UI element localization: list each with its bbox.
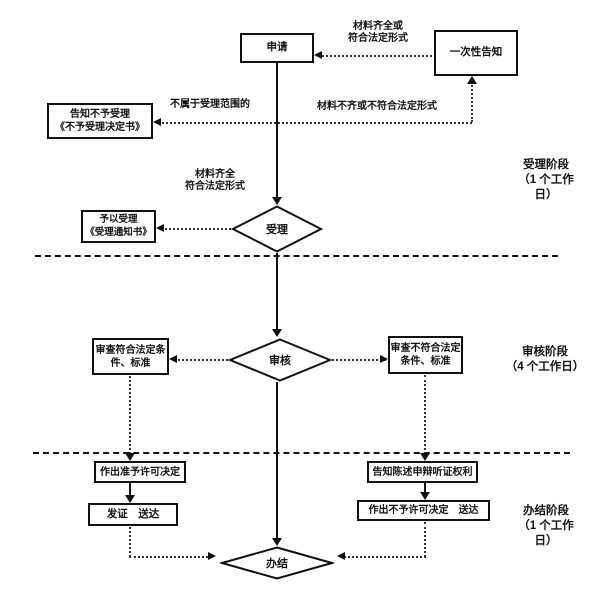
stage-label-accept: 受理阶段 （1 个工作 日） [505, 158, 587, 203]
arrowhead-into-reject-notify [153, 118, 161, 126]
stage-label-line: （1 个工作 [518, 520, 574, 532]
line-apply-to-accept [276, 63, 278, 198]
flow-box-issue-deliver: 发证 送达 [88, 503, 178, 526]
edge-label-materials-incomplete: 材料不齐或不符合法定形式 [302, 101, 452, 113]
edge-label-line: 符合法定形式 [185, 181, 245, 192]
flow-box-apply-label: 申请 [266, 41, 288, 54]
edge-label-line: 符合法定形式 [348, 33, 408, 44]
arrowhead-left-into-complete [208, 552, 216, 560]
flow-diamond-review-label: 审核 [269, 355, 291, 367]
diamond-shape-complete [220, 546, 334, 580]
arrowhead-right-into-complete [337, 552, 345, 560]
stage-label-line: 受理阶段 [523, 159, 569, 171]
flow-box-one-time-notice: 一次性告知 [434, 30, 518, 76]
edge-label-materials-complete: 材料齐全 符合法定形式 [175, 169, 255, 193]
edge-label-line: 不属于受理范围的 [170, 99, 250, 110]
flow-box-review-pass-line1: 审查符合法定条 [95, 344, 166, 356]
flow-diamond-accept-label: 受理 [266, 224, 288, 236]
flow-box-accept-notify-line1: 予以受理 [99, 214, 138, 226]
flow-box-inform-rights: 告知陈述申辩听证权利 [367, 461, 478, 483]
arrowhead-into-notice [467, 76, 477, 84]
stage-label-line: 审核阶段 [522, 346, 568, 358]
flow-diamond-review: 审核 [228, 338, 332, 382]
edge-label-not-in-scope: 不属于受理范围的 [165, 99, 255, 111]
dotted-up-to-notice [471, 78, 473, 122]
stage-label-line: 办结阶段 [523, 505, 569, 517]
flow-box-review-fail-line2: 条件、标准 [400, 356, 451, 367]
stage-label-line: 日） [534, 535, 558, 547]
flow-box-issue-deliver-label: 发证 送达 [106, 507, 160, 520]
dotted-pass-down [129, 376, 131, 454]
stage-label-line: 日） [534, 189, 558, 201]
flow-box-reject-notify-line2: 《不予受理决定书》 [55, 122, 145, 133]
line-grant-to-issue [129, 483, 131, 496]
dotted-review-to-pass [173, 359, 228, 361]
flow-diamond-complete: 办结 [220, 546, 334, 580]
flow-box-one-time-notice-label: 一次性告知 [449, 46, 503, 59]
stage-label-review: 审核阶段 （4 个工作日） [495, 345, 595, 375]
flow-box-grant: 作出准予许可决定 [94, 461, 186, 483]
dotted-accept-to-accept-notify [160, 228, 231, 230]
flow-box-accept-notify: 予以受理 《受理通知书》 [81, 210, 156, 243]
flow-diamond-accept: 受理 [231, 205, 323, 253]
line-inform-to-deny [424, 483, 426, 493]
stage-divider-review-finish [33, 452, 570, 454]
flow-box-grant-label: 作出准予许可决定 [100, 466, 180, 478]
edge-label-line: 材料齐全或 [353, 21, 403, 32]
arrowhead-into-apply [314, 51, 322, 59]
dotted-right-to-complete [344, 556, 426, 558]
diamond-shape-accept [231, 205, 323, 253]
line-accept-to-review [276, 253, 278, 330]
dotted-branch-horizontal [158, 122, 472, 124]
stage-label-finish: 办结阶段 （1 个工作 日） [505, 504, 587, 549]
arrowhead-into-deny [420, 492, 430, 500]
line-review-to-complete [276, 382, 278, 538]
arrowhead-into-review-pass [169, 355, 177, 363]
stage-divider-accept-review [35, 255, 558, 257]
flow-diamond-complete-label: 办结 [266, 558, 288, 570]
arrowhead-into-review [272, 329, 282, 337]
flow-box-reject-notify: 告知不予受理 《不予受理决定书》 [47, 103, 153, 139]
flow-box-review-fail-line1: 审查不符合法定 [390, 343, 461, 354]
diamond-shape-review [228, 338, 332, 382]
arrowhead-into-review-fail [380, 355, 388, 363]
edge-label-materials-complete-or: 材料齐全或 符合法定形式 [333, 21, 423, 45]
dotted-notice-to-apply [322, 55, 432, 57]
dotted-fail-down [424, 375, 426, 454]
flow-box-review-pass-line2: 件、标准 [110, 357, 151, 369]
stage-label-line: （4 个工作日） [505, 361, 585, 373]
dotted-left-to-complete [129, 556, 208, 558]
flow-box-review-fail: 审查不符合法定 条件、标准 [388, 336, 463, 374]
arrowhead-into-accept-notify [156, 224, 164, 232]
arrowhead-into-grant [125, 453, 135, 461]
flow-box-apply: 申请 [240, 33, 314, 63]
edge-label-line: 材料齐全 [195, 169, 235, 180]
flow-box-deny-deliver: 作出不予许可决定 送达 [357, 500, 490, 521]
dotted-issue-down [129, 527, 131, 557]
arrowhead-into-inform [420, 453, 430, 461]
dotted-review-to-fail [332, 359, 386, 361]
flow-box-review-pass: 审查符合法定条 件、标准 [92, 338, 169, 375]
flow-box-inform-rights-label: 告知陈述申辩听证权利 [372, 466, 473, 478]
flow-box-deny-deliver-label: 作出不予许可决定 送达 [368, 505, 479, 516]
arrowhead-into-accept [272, 197, 282, 205]
arrowhead-into-complete [272, 538, 282, 546]
dotted-deny-down [424, 522, 426, 557]
arrowhead-into-issue [125, 495, 135, 503]
stage-label-line: （1 个工作 [518, 174, 574, 186]
flow-box-reject-notify-line1: 告知不予受理 [70, 109, 130, 120]
flow-box-accept-notify-line2: 《受理通知书》 [85, 226, 152, 238]
edge-label-line: 材料不齐或不符合法定形式 [317, 101, 437, 112]
